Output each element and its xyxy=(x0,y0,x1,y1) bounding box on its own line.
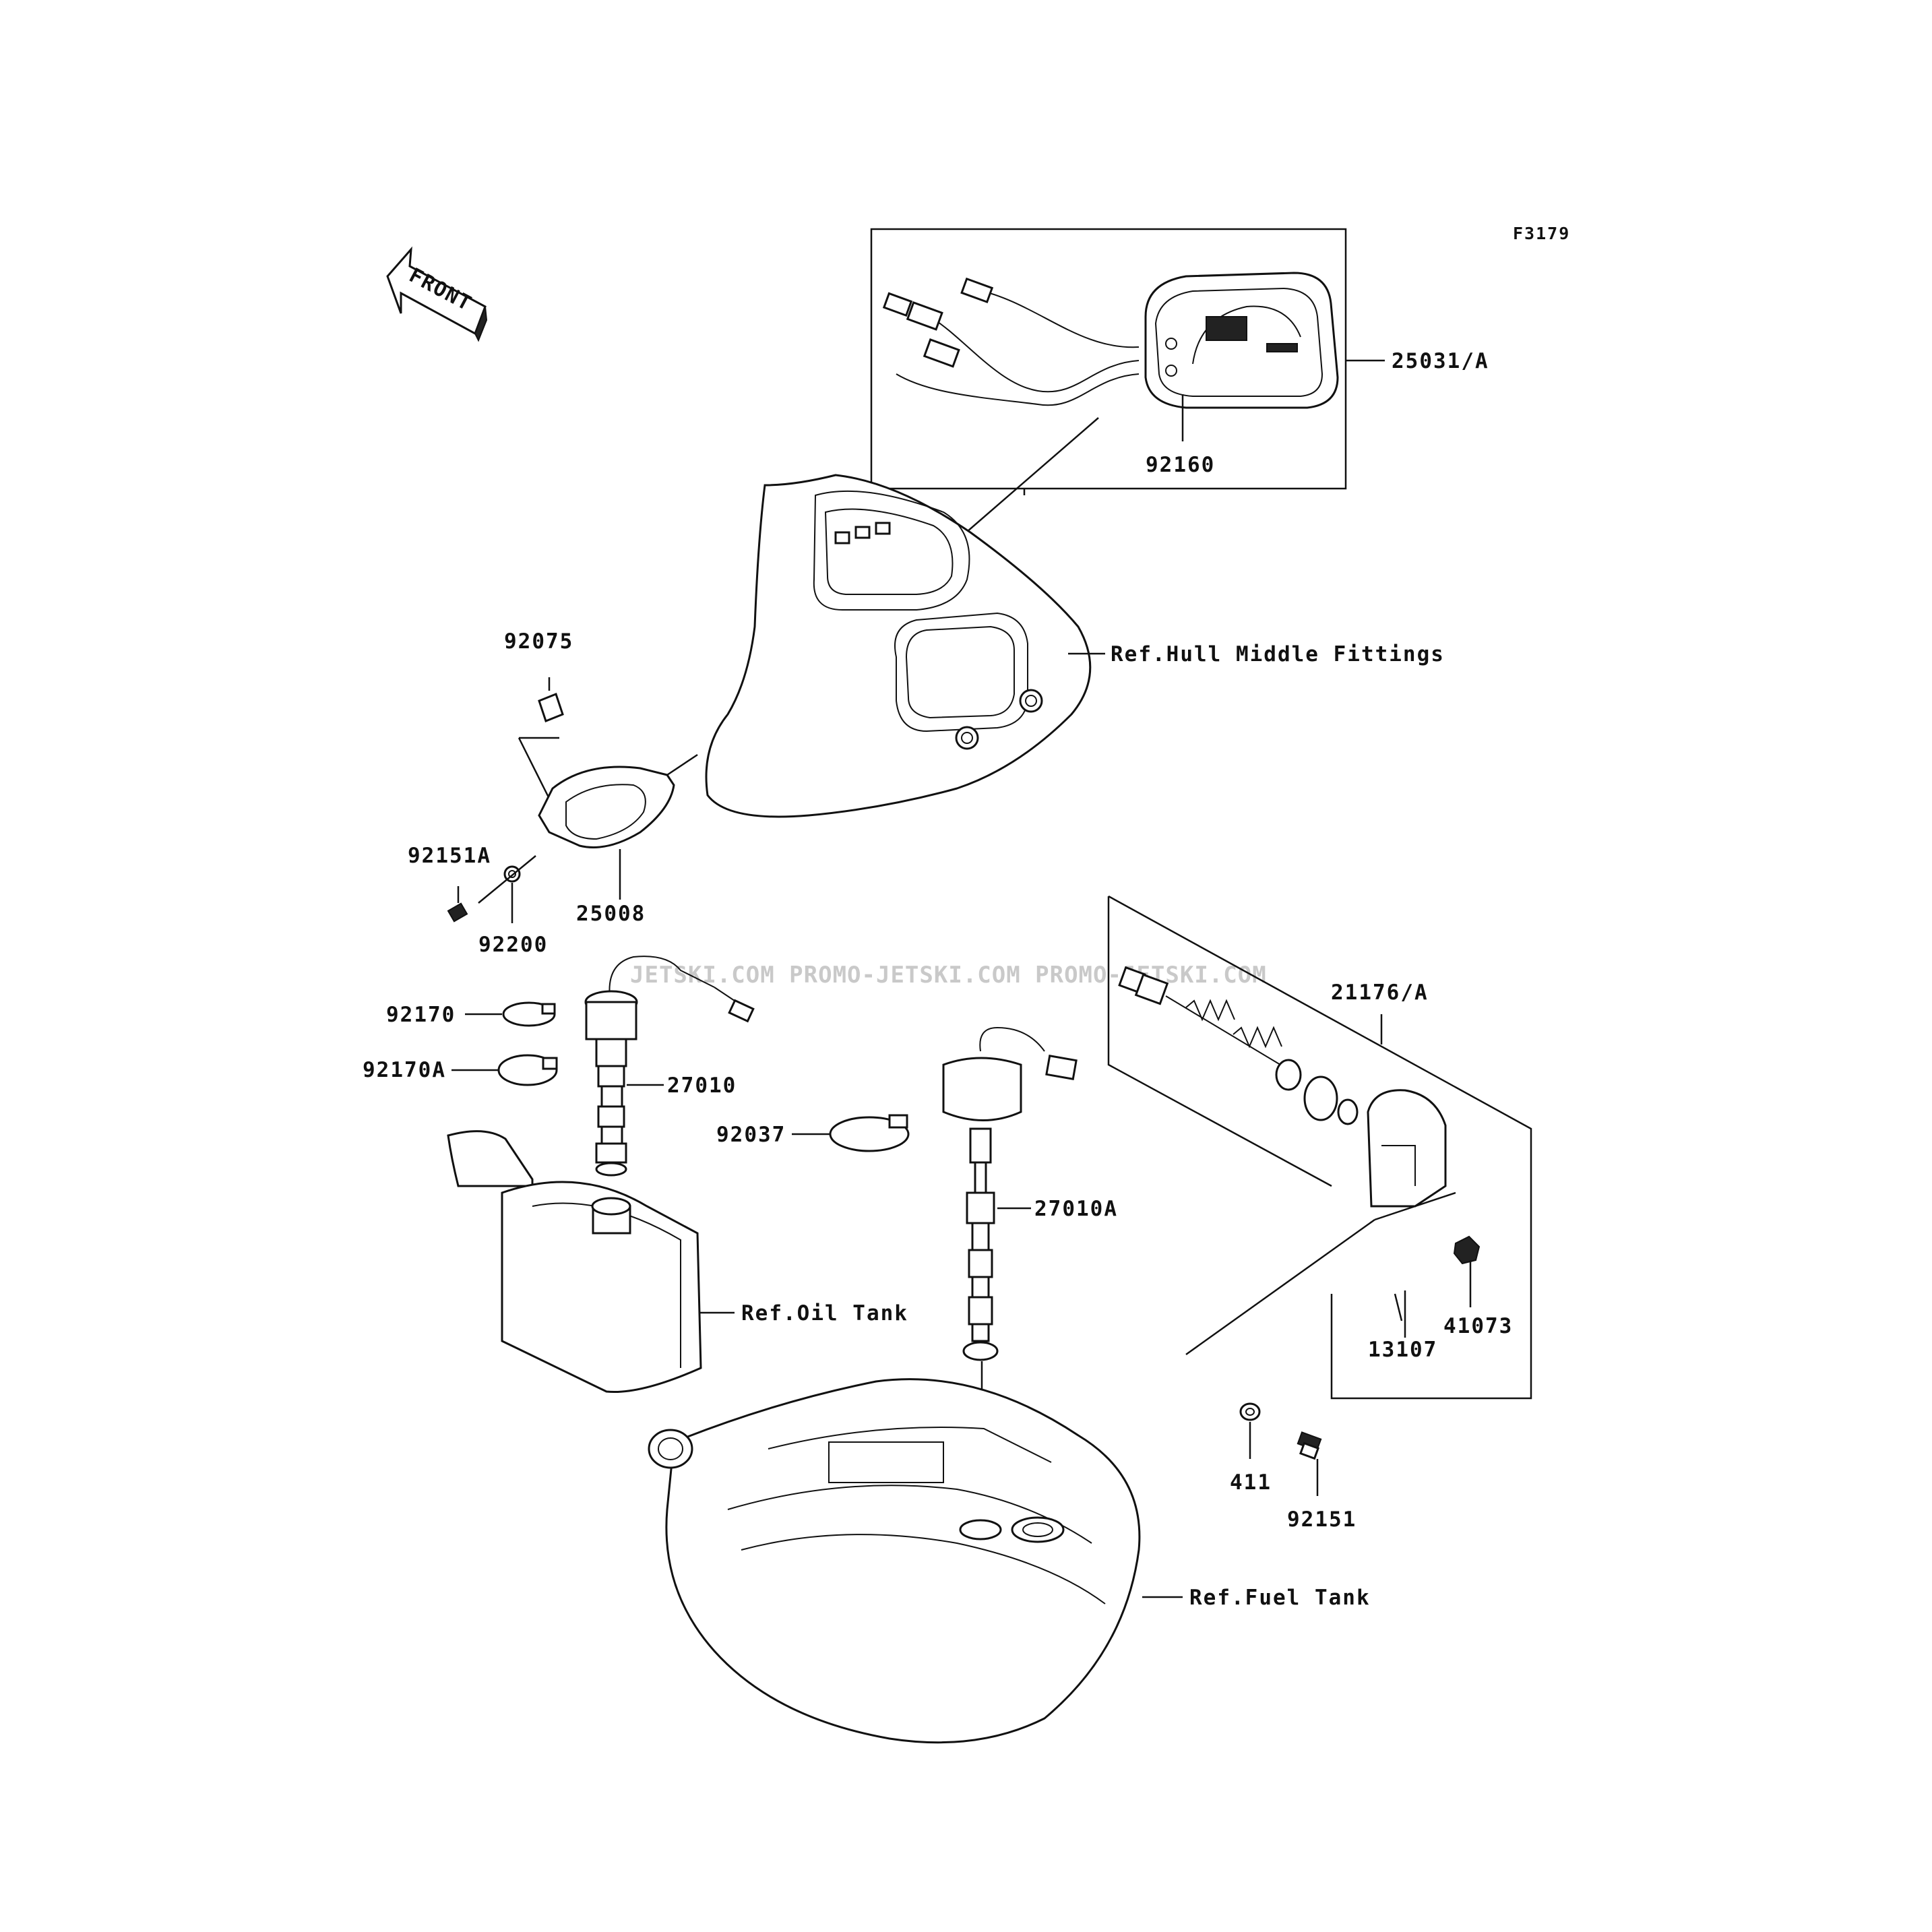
front-arrow-icon: FRONT xyxy=(386,246,488,342)
speed-sensor-box xyxy=(1107,895,1532,1400)
label-speed-sensor: 21176/A xyxy=(1331,980,1429,1005)
label-meter-clip: 92160 xyxy=(1146,453,1215,477)
fuel-sender-part xyxy=(942,1026,1078,1483)
label-clamp-b: 92037 xyxy=(716,1123,786,1147)
label-oil-tank-ref: Ref.Oil Tank xyxy=(741,1301,908,1326)
bracket-assembly xyxy=(447,677,698,923)
label-clamp-a: 92170A xyxy=(363,1058,446,1082)
meter-detail-box xyxy=(870,228,1385,594)
label-fuel-sender: 27010A xyxy=(1034,1197,1118,1221)
washer-411 xyxy=(1239,1402,1261,1459)
clamp-92170 xyxy=(465,1001,556,1027)
label-washer: 92200 xyxy=(478,933,548,957)
figure-code: F3179 xyxy=(1513,224,1570,243)
label-clip-41073: 41073 xyxy=(1443,1314,1513,1338)
hull-fitting-part xyxy=(705,474,1105,818)
oil-sender-part xyxy=(584,956,755,1177)
bolt-92151 xyxy=(1297,1431,1322,1496)
oil-tank-part xyxy=(447,1130,735,1394)
label-fuel-tank-ref: Ref.Fuel Tank xyxy=(1189,1586,1371,1610)
label-bolt-a: 92151A xyxy=(408,844,491,868)
label-oil-sender: 27010 xyxy=(667,1073,737,1098)
label-bolt: 92151 xyxy=(1287,1507,1357,1532)
watermark-text: JETSKI.COM PROMO-JETSKI.COM PROMO-JETSKI… xyxy=(630,962,1267,989)
label-pin: 13107 xyxy=(1368,1338,1437,1362)
label-bracket: 25008 xyxy=(576,902,646,926)
fuel-tank-part xyxy=(648,1378,1183,1744)
label-clamp: 92170 xyxy=(386,1003,456,1027)
label-cushion: 92075 xyxy=(504,629,573,654)
clamp-92170a xyxy=(451,1054,558,1086)
label-meter-assy: 25031/A xyxy=(1392,349,1489,373)
clamp-92037 xyxy=(792,1114,910,1152)
label-washer-411: 411 xyxy=(1230,1470,1272,1495)
label-hull-ref: Ref.Hull Middle Fittings xyxy=(1111,642,1445,666)
